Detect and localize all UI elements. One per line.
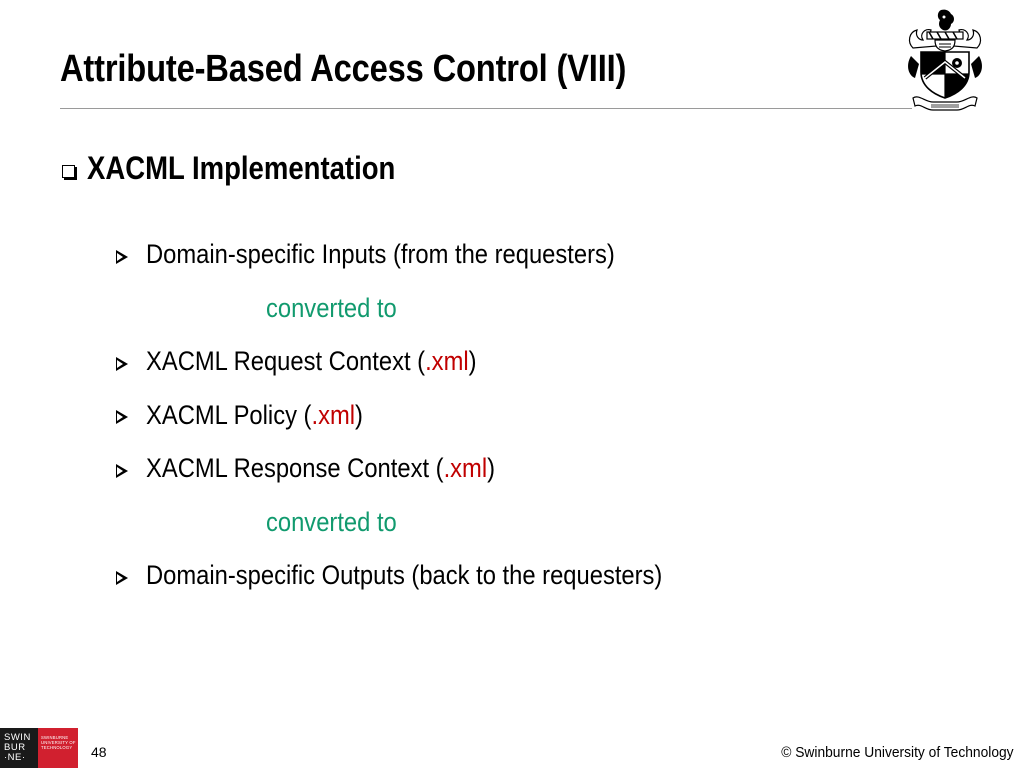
list-item: Domain-specific Outputs (back to the req… [116, 549, 996, 603]
arrowhead-icon [116, 410, 128, 425]
list-item: XACML Response Context (.xml) [116, 442, 996, 496]
logo-tagline: SWINBURNE UNIVERSITY OF TECHNOLOGY [38, 728, 78, 768]
list-item-text: XACML Response Context (.xml) [146, 453, 495, 484]
logo-line: BUR [4, 742, 26, 753]
page-number: 48 [91, 744, 107, 760]
conversion-note: converted to [116, 496, 996, 550]
logo-line: SWIN [4, 732, 31, 743]
arrowhead-icon [116, 570, 128, 585]
logo-line: SWINBURNE [41, 735, 69, 740]
list-item-prefix: XACML Policy ( [146, 399, 312, 430]
section-heading-text: XACML Implementation [87, 150, 396, 186]
arrowhead-icon [116, 463, 128, 478]
logo-line: UNIVERSITY OF [41, 740, 76, 745]
conversion-note: converted to [116, 282, 996, 336]
list-item-prefix: XACML Response Context ( [146, 453, 444, 484]
university-logo: SWIN BUR ·NE· SWINBURNE UNIVERSITY OF TE… [0, 728, 78, 768]
section-heading: XACML Implementation [62, 150, 446, 187]
logo-line: TECHNOLOGY [41, 745, 73, 750]
slide-title: Attribute-Based Access Control (VIII) [60, 48, 627, 90]
list-item: Domain-specific Inputs (from the request… [116, 228, 996, 282]
list-item-suffix: ) [487, 453, 496, 484]
file-extension: .xml [425, 346, 469, 377]
bullet-list: Domain-specific Inputs (from the request… [116, 228, 996, 603]
arrowhead-icon [116, 249, 128, 264]
university-crest-icon [908, 9, 982, 111]
conversion-note-text: converted to [266, 506, 397, 537]
conversion-note-text: converted to [266, 292, 397, 323]
list-item-text: Domain-specific Inputs (from the request… [146, 239, 615, 270]
logo-wordmark: SWIN BUR ·NE· [0, 728, 38, 768]
list-item-prefix: XACML Request Context ( [146, 346, 426, 377]
copyright-notice: © Swinburne University of Technology [781, 744, 1014, 761]
list-item-suffix: ) [355, 399, 363, 430]
file-extension: .xml [443, 453, 488, 484]
list-item-text: XACML Policy (.xml) [146, 400, 363, 431]
list-item: XACML Request Context (.xml) [116, 335, 996, 389]
file-extension: .xml [311, 399, 356, 430]
hollow-square-icon [62, 165, 75, 178]
list-item-text: XACML Request Context (.xml) [146, 346, 477, 377]
logo-line: ·NE· [4, 752, 26, 763]
list-item: XACML Policy (.xml) [116, 389, 996, 443]
list-item-text: Domain-specific Outputs (back to the req… [146, 560, 663, 591]
arrowhead-icon [116, 356, 128, 371]
title-divider [60, 108, 912, 109]
list-item-suffix: ) [468, 346, 477, 377]
